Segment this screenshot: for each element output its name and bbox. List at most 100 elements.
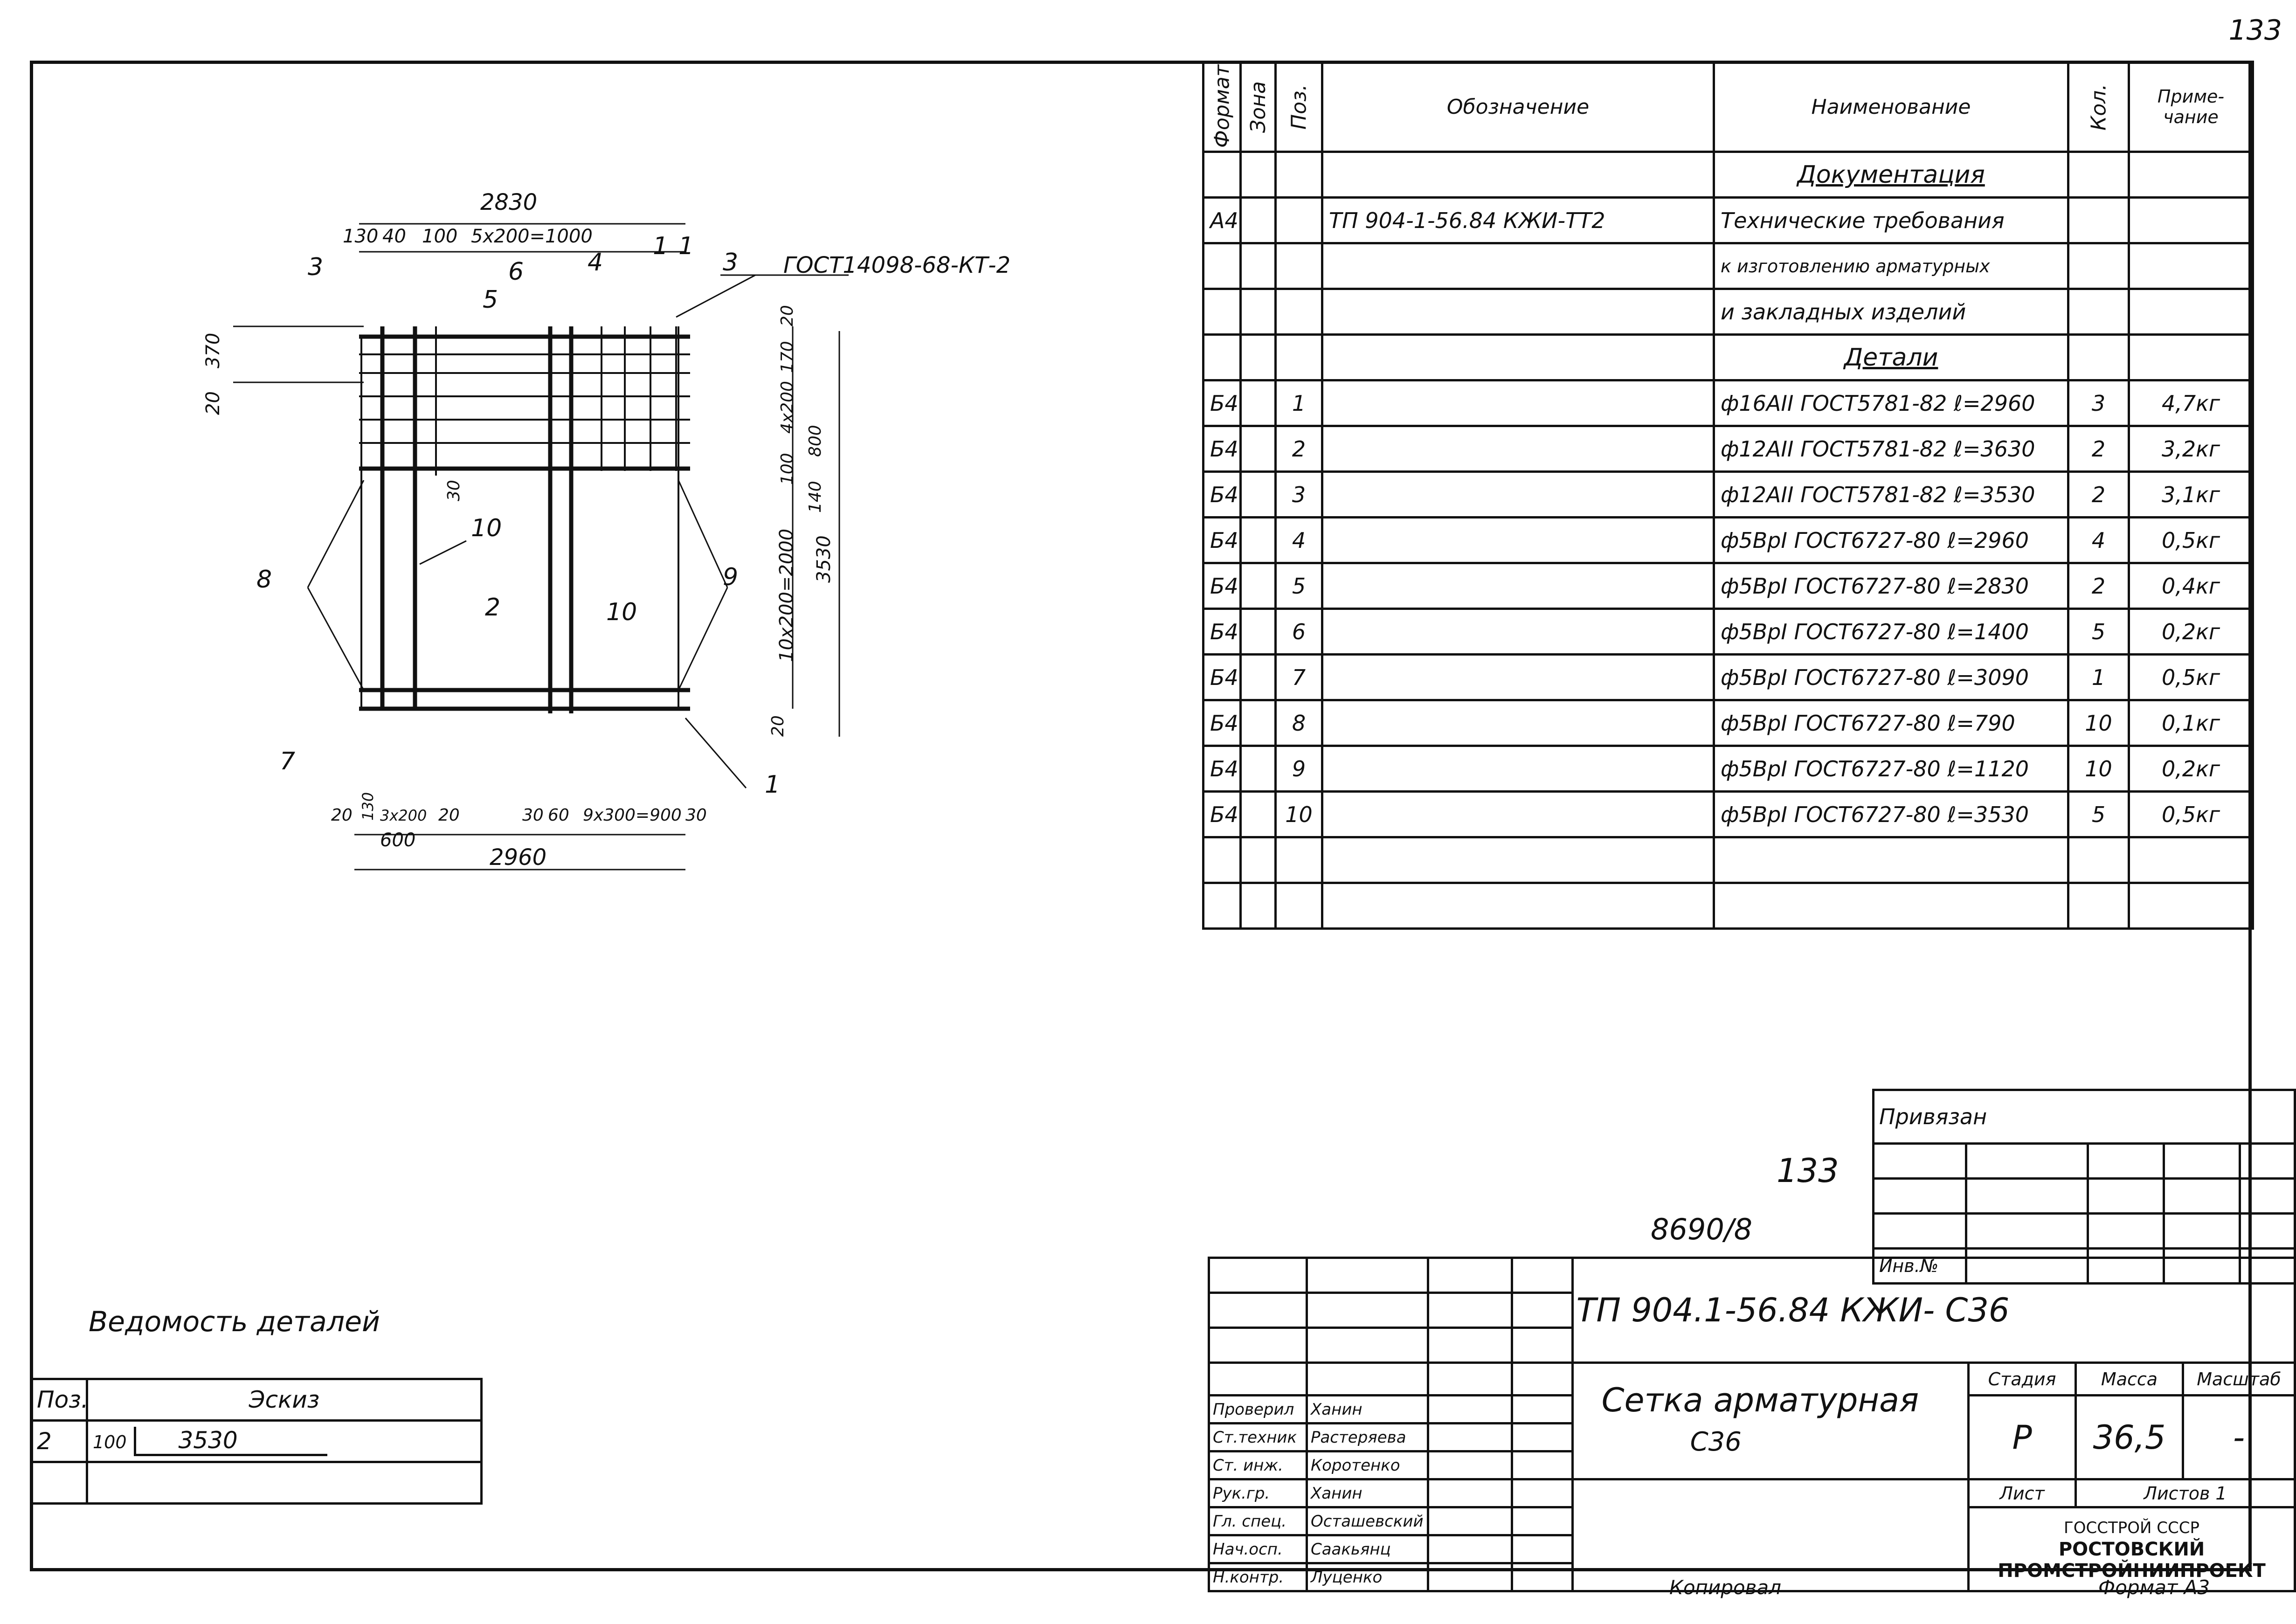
callout: 10 xyxy=(471,514,502,542)
part-qty: 3 xyxy=(2067,379,2130,427)
callout: 7 xyxy=(280,747,295,775)
dim-top-total: 2830 xyxy=(480,189,537,215)
signer-role: Проверил xyxy=(1208,1394,1308,1424)
part-qty: 2 xyxy=(2067,562,2130,610)
doc-row: А4 ТП 904-1-56.84 КЖИ-ТТ2 Технические тр… xyxy=(1202,196,2254,244)
dim-text: 4x200 xyxy=(778,381,797,434)
part-format: Б4 xyxy=(1202,608,1242,656)
signer-role: Рук.гр. xyxy=(1208,1478,1308,1508)
part-qty: 10 xyxy=(2067,745,2130,793)
callout: 2 xyxy=(485,594,500,622)
part-format: Б4 xyxy=(1202,745,1242,793)
dim-text: 600 xyxy=(380,829,415,851)
part-note: 0,5кг xyxy=(2128,516,2254,564)
part-pos: 4 xyxy=(1274,516,1323,564)
part-format: Б4 xyxy=(1202,516,1242,564)
part-designation xyxy=(1321,699,1715,747)
title-block: ТП 904.1-56.84 КЖИ- С36 Сетка арматурная… xyxy=(1208,1257,2296,1592)
part-name: ф5ВрI ГОСТ6727-80 ℓ=2960 xyxy=(1713,516,2069,564)
part-zone xyxy=(1239,379,1277,427)
callout: 3 xyxy=(308,253,323,281)
dim-text: 30 xyxy=(522,806,544,825)
doc-name-line: к изготовлению арматурных xyxy=(1713,242,2069,290)
part-note: 4,7кг xyxy=(2128,379,2254,427)
gost-label: ГОСТ14098-68-КТ-2 xyxy=(783,252,1010,278)
org-line: ГОССТРОЙ СССР xyxy=(2064,1518,2200,1537)
part-note: 3,2кг xyxy=(2128,425,2254,473)
part-pos: 5 xyxy=(1274,562,1323,610)
part-qty: 4 xyxy=(2067,516,2130,564)
part-name: ф5ВрI ГОСТ6727-80 ℓ=1120 xyxy=(1713,745,2069,793)
dim-text: 30 xyxy=(444,480,463,501)
signer-name: Саакьянц xyxy=(1305,1534,1429,1564)
sketch-short: 100 xyxy=(93,1431,127,1452)
part-name: ф12АII ГОСТ5781-82 ℓ=3630 xyxy=(1713,425,2069,473)
mesh-drawing: 2830 130 40 100 5x200=1000 ГОСТ14098-68-… xyxy=(202,189,1010,871)
specification-table: Формат Зона Поз. Обозначение Наименовани… xyxy=(1202,61,2254,930)
callout: 5 xyxy=(483,286,498,314)
dim-text: 800 xyxy=(806,425,825,457)
details-col-sketch: Эскиз xyxy=(86,1378,483,1422)
callout: 10 xyxy=(606,598,637,626)
callout: 9 xyxy=(723,563,738,591)
col-format: Формат xyxy=(1203,62,1241,152)
part-zone xyxy=(1239,516,1277,564)
dim-text: 20 xyxy=(331,806,353,825)
privyazan-table: Привязан Инв.№ xyxy=(1872,1089,2296,1285)
part-zone xyxy=(1239,790,1277,838)
signer-name: Осташевский xyxy=(1305,1506,1429,1536)
col-designation: Обозначение xyxy=(1321,61,1715,153)
signer-role: Н.контр. xyxy=(1208,1562,1308,1592)
scale-value: - xyxy=(2181,1394,2296,1480)
col-pos: Поз. xyxy=(1275,62,1322,152)
part-qty: 5 xyxy=(2067,608,2130,656)
org-line: РОСТОВСКИЙ xyxy=(2058,1538,2205,1560)
part-designation xyxy=(1321,425,1715,473)
hand-note-133: 133 xyxy=(1777,1152,1839,1190)
part-note: 0,2кг xyxy=(2128,608,2254,656)
callout: 1 xyxy=(765,771,780,799)
part-format: Б4 xyxy=(1202,699,1242,747)
part-zone xyxy=(1239,745,1277,793)
mass-value: 36,5 xyxy=(2075,1394,2184,1480)
details-row-sketch: 100 3530 xyxy=(86,1419,483,1463)
part-note: 0,2кг xyxy=(2128,745,2254,793)
part-zone xyxy=(1239,470,1277,518)
dim-text: 3530 xyxy=(813,535,835,583)
callout: 4 xyxy=(588,249,603,276)
part-qty: 5 xyxy=(2067,790,2130,838)
dim-text: 10x200=2000 xyxy=(776,529,797,662)
part-zone xyxy=(1239,699,1277,747)
part-designation xyxy=(1321,516,1715,564)
part-pos: 10 xyxy=(1274,790,1323,838)
section-parts: Детали xyxy=(1713,333,2069,381)
doc-title: Сетка арматурная С36 xyxy=(1571,1361,1970,1480)
signer-name: Растеряева xyxy=(1305,1422,1429,1452)
part-designation xyxy=(1321,608,1715,656)
part-name: ф5ВрI ГОСТ6727-80 ℓ=3090 xyxy=(1713,653,2069,701)
dim-text: 20 xyxy=(778,305,797,326)
part-qty: 10 xyxy=(2067,699,2130,747)
part-format: Б4 xyxy=(1202,562,1242,610)
part-name: ф5ВрI ГОСТ6727-80 ℓ=2830 xyxy=(1713,562,2069,610)
part-pos: 8 xyxy=(1274,699,1323,747)
signer-name: Луценко xyxy=(1305,1562,1429,1592)
part-pos: 7 xyxy=(1274,653,1323,701)
sketch-long: 3530 xyxy=(134,1426,328,1456)
hand-note-8690: 8690/8 xyxy=(1651,1212,1753,1246)
signer-name: Ханин xyxy=(1305,1478,1429,1508)
dim-text: 130 xyxy=(343,226,378,247)
doc-format: А4 xyxy=(1202,196,1242,244)
part-designation xyxy=(1321,653,1715,701)
part-pos: 2 xyxy=(1274,425,1323,473)
part-qty: 2 xyxy=(2067,470,2130,518)
part-pos: 6 xyxy=(1274,608,1323,656)
part-pos: 9 xyxy=(1274,745,1323,793)
col-qty: Кол. xyxy=(2068,62,2129,152)
